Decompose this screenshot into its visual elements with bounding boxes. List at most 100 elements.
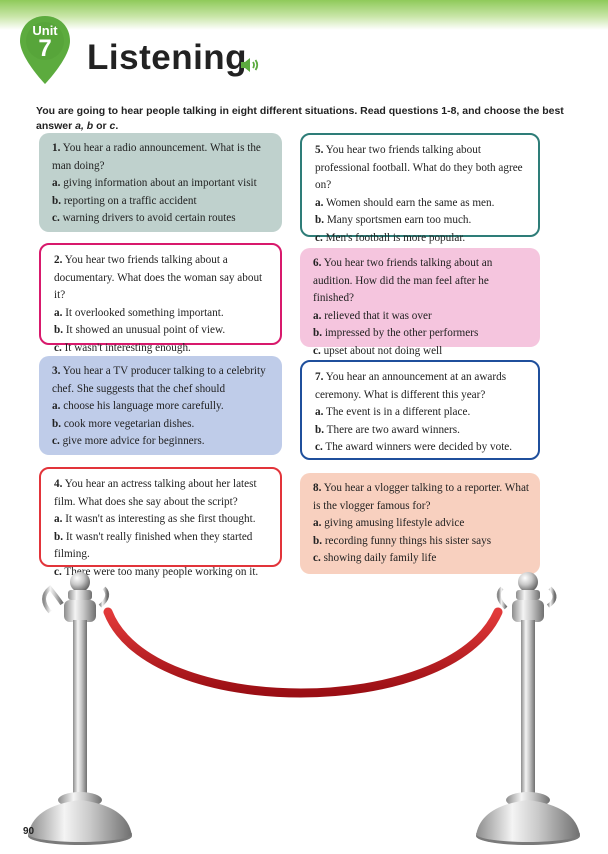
question-stem: 6. You hear two friends talking about an… bbox=[313, 255, 530, 308]
option-text: choose his language more carefully. bbox=[63, 400, 224, 412]
question-number: 4. bbox=[54, 478, 63, 490]
instructions-option-c: c bbox=[109, 120, 116, 132]
option-letter: a. bbox=[52, 400, 61, 412]
unit-label: Unit bbox=[32, 23, 58, 38]
option-letter: c. bbox=[315, 441, 323, 453]
answer-option[interactable]: b. It wasn't really finished when they s… bbox=[54, 529, 270, 564]
question-text: You hear a radio announcement. What is t… bbox=[52, 142, 261, 172]
instructions-options: a, b bbox=[75, 120, 94, 132]
question-number: 7. bbox=[315, 371, 324, 383]
instructions-text: You are going to hear people talking in … bbox=[36, 105, 564, 132]
question-text: You hear an actress talking about her la… bbox=[54, 478, 257, 508]
unit-number: 7 bbox=[38, 35, 52, 62]
question-text: You hear two friends talking about profe… bbox=[315, 144, 523, 191]
option-letter: c. bbox=[54, 341, 62, 354]
question-stem: 4. You hear an actress talking about her… bbox=[54, 476, 270, 511]
question-stem: 2. You hear two friends talking about a … bbox=[54, 252, 270, 305]
question-number: 5. bbox=[315, 144, 324, 156]
answer-option[interactable]: c. Men's football is more popular. bbox=[315, 230, 528, 248]
answer-option[interactable]: c. upset about not doing well bbox=[313, 343, 530, 361]
answer-option[interactable]: b. impressed by the other performers bbox=[313, 325, 530, 343]
question-number: 2. bbox=[54, 254, 63, 266]
question-stem: 5. You hear two friends talking about pr… bbox=[315, 142, 528, 195]
option-letter: a. bbox=[54, 513, 63, 525]
option-text: give more advice for beginners. bbox=[62, 435, 205, 447]
option-letter: b. bbox=[52, 417, 62, 430]
answer-option[interactable]: b. reporting on a traffic accident bbox=[52, 193, 272, 211]
option-letter: a. bbox=[52, 177, 61, 189]
option-letter: c. bbox=[52, 435, 60, 447]
option-text: Women should earn the same as men. bbox=[326, 196, 495, 209]
question-card-1: 1. You hear a radio announcement. What i… bbox=[39, 133, 282, 232]
question-card-4: 4. You hear an actress talking about her… bbox=[39, 467, 282, 578]
option-letter: c. bbox=[52, 212, 60, 224]
unit-badge: Unit 7 bbox=[18, 14, 72, 86]
answer-option[interactable]: b. Many sportsmen earn too much. bbox=[315, 212, 528, 230]
answer-option[interactable]: c. There were too many people working on… bbox=[54, 564, 270, 582]
answer-option[interactable]: a. Women should earn the same as men. bbox=[315, 195, 528, 213]
question-text: You hear an announcement at an awards ce… bbox=[315, 371, 507, 401]
answer-option[interactable]: a. It overlooked something important. bbox=[54, 305, 270, 323]
option-text: It wasn't as interesting as she first th… bbox=[65, 513, 256, 525]
option-text: showing daily family life bbox=[323, 552, 437, 564]
answer-option[interactable]: a. relieved that it was over bbox=[313, 308, 530, 326]
question-text: You hear a TV producer talking to a cele… bbox=[52, 365, 266, 395]
option-letter: a. bbox=[315, 196, 324, 209]
answer-option[interactable]: b. recording funny things his sister say… bbox=[313, 533, 530, 551]
option-text: Men's football is more popular. bbox=[325, 231, 466, 244]
answer-option[interactable]: c. give more advice for beginners. bbox=[52, 433, 272, 451]
answer-option[interactable]: c. warning drivers to avoid certain rout… bbox=[52, 210, 272, 228]
question-card-2: 2. You hear two friends talking about a … bbox=[39, 243, 282, 354]
answer-option[interactable]: a. giving amusing lifestyle advice bbox=[313, 515, 530, 533]
speaker-icon[interactable] bbox=[240, 55, 262, 75]
option-text: It wasn't interesting enough. bbox=[64, 341, 191, 354]
question-card-5: 5. You hear two friends talking about pr… bbox=[300, 133, 540, 244]
question-stem: 8. You hear a vlogger talking to a repor… bbox=[313, 480, 530, 515]
answer-option[interactable]: b. cook more vegetarian dishes. bbox=[52, 416, 272, 434]
option-letter: c. bbox=[313, 552, 321, 564]
option-text: recording funny things his sister says bbox=[324, 534, 492, 547]
page-number: 90 bbox=[23, 826, 35, 837]
option-letter: b. bbox=[315, 423, 325, 436]
answer-option[interactable]: a. giving information about an important… bbox=[52, 175, 272, 193]
map-pin-icon bbox=[20, 16, 70, 84]
option-text: The award winners were decided by vote. bbox=[325, 441, 513, 453]
question-number: 1. bbox=[52, 142, 61, 154]
left-post bbox=[28, 572, 132, 845]
question-stem: 1. You hear a radio announcement. What i… bbox=[52, 140, 272, 175]
question-number: 3. bbox=[52, 365, 61, 377]
option-text: reporting on a traffic accident bbox=[63, 194, 197, 207]
answer-option[interactable]: c. It wasn't interesting enough. bbox=[54, 340, 270, 358]
question-card-3: 3. You hear a TV producer talking to a c… bbox=[39, 356, 282, 455]
question-text: You hear two friends talking about an au… bbox=[313, 257, 493, 304]
page-title: Listening bbox=[87, 38, 248, 77]
option-text: giving information about an important vi… bbox=[63, 177, 257, 189]
instructions-or: or bbox=[93, 120, 110, 132]
option-text: There are two award winners. bbox=[326, 423, 460, 436]
header-band bbox=[0, 0, 608, 30]
answer-option[interactable]: a. It wasn't as interesting as she first… bbox=[54, 511, 270, 529]
answer-option[interactable]: c. The award winners were decided by vot… bbox=[315, 439, 528, 457]
option-text: Many sportsmen earn too much. bbox=[326, 214, 472, 226]
question-text: You hear two friends talking about a doc… bbox=[54, 254, 263, 301]
answer-option[interactable]: c. showing daily family life bbox=[313, 550, 530, 568]
question-card-6: 6. You hear two friends talking about an… bbox=[300, 248, 540, 357]
right-post bbox=[476, 572, 580, 845]
option-text: It showed an unusual point of view. bbox=[65, 324, 226, 336]
option-letter: a. bbox=[313, 309, 322, 322]
option-text: warning drivers to avoid certain routes bbox=[62, 212, 236, 224]
answer-option[interactable]: b. It showed an unusual point of view. bbox=[54, 322, 270, 340]
answer-option[interactable]: a. The event is in a different place. bbox=[315, 404, 528, 422]
answer-option[interactable]: b. There are two award winners. bbox=[315, 422, 528, 440]
option-letter: b. bbox=[313, 534, 323, 547]
option-letter: a. bbox=[315, 406, 324, 418]
option-text: It wasn't really finished when they star… bbox=[54, 530, 253, 561]
answer-option[interactable]: a. choose his language more carefully. bbox=[52, 398, 272, 416]
option-text: impressed by the other performers bbox=[324, 327, 479, 339]
question-card-8: 8. You hear a vlogger talking to a repor… bbox=[300, 473, 540, 574]
option-text: It overlooked something important. bbox=[65, 306, 224, 319]
question-text: You hear a vlogger talking to a reporter… bbox=[313, 482, 530, 512]
question-number: 6. bbox=[313, 257, 322, 269]
option-letter: c. bbox=[313, 344, 321, 357]
